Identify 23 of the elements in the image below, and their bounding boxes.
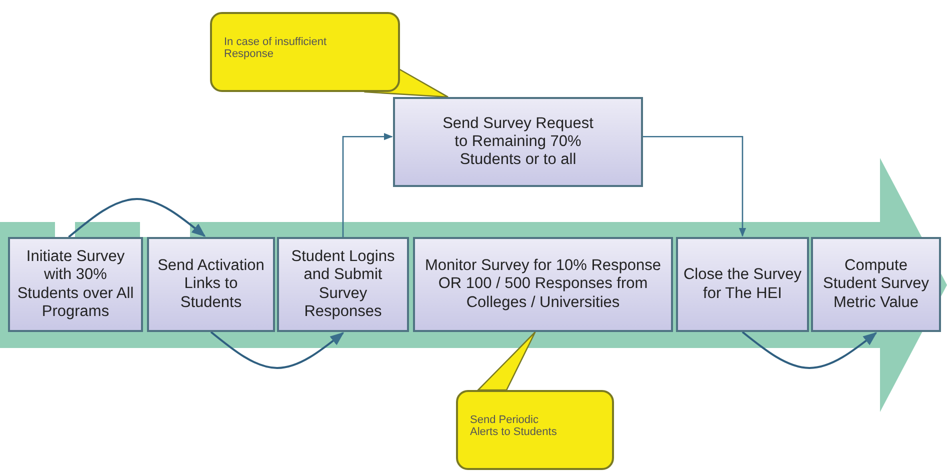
callout-pointer bbox=[476, 331, 536, 391]
process-box bbox=[676, 237, 809, 332]
process-box bbox=[8, 237, 143, 332]
step-text: Compute Student Survey Metric Value bbox=[822, 257, 930, 312]
callout-text: In case of insufficient Response bbox=[224, 36, 328, 60]
step-text: Initiate Survey with 30% Students over All Programs bbox=[16, 248, 135, 321]
arrow bbox=[210, 331, 344, 369]
step-text: Student Logins and Submit Survey Responses bbox=[290, 248, 396, 321]
process-box bbox=[413, 237, 673, 332]
callout-box bbox=[210, 12, 400, 92]
step-text: Send Survey Request to Remaining 70% Students or to all bbox=[442, 114, 594, 170]
step-text: Close the Survey for The HEI bbox=[682, 266, 803, 303]
arrow bbox=[643, 136, 746, 237]
process-box bbox=[277, 237, 409, 332]
callout-text: Send Periodic Alerts to Students bbox=[470, 414, 558, 438]
arrow bbox=[742, 331, 878, 369]
step-text: Monitor Survey for 10% Response OR 100 / 500 Responses from Colleges / Universities bbox=[424, 257, 662, 312]
process-box bbox=[811, 237, 941, 332]
arrow bbox=[68, 198, 206, 238]
step-text: Send Activation Links to Students bbox=[156, 257, 266, 312]
process-box bbox=[393, 97, 643, 187]
process-box bbox=[147, 237, 275, 332]
arrow bbox=[342, 132, 393, 237]
